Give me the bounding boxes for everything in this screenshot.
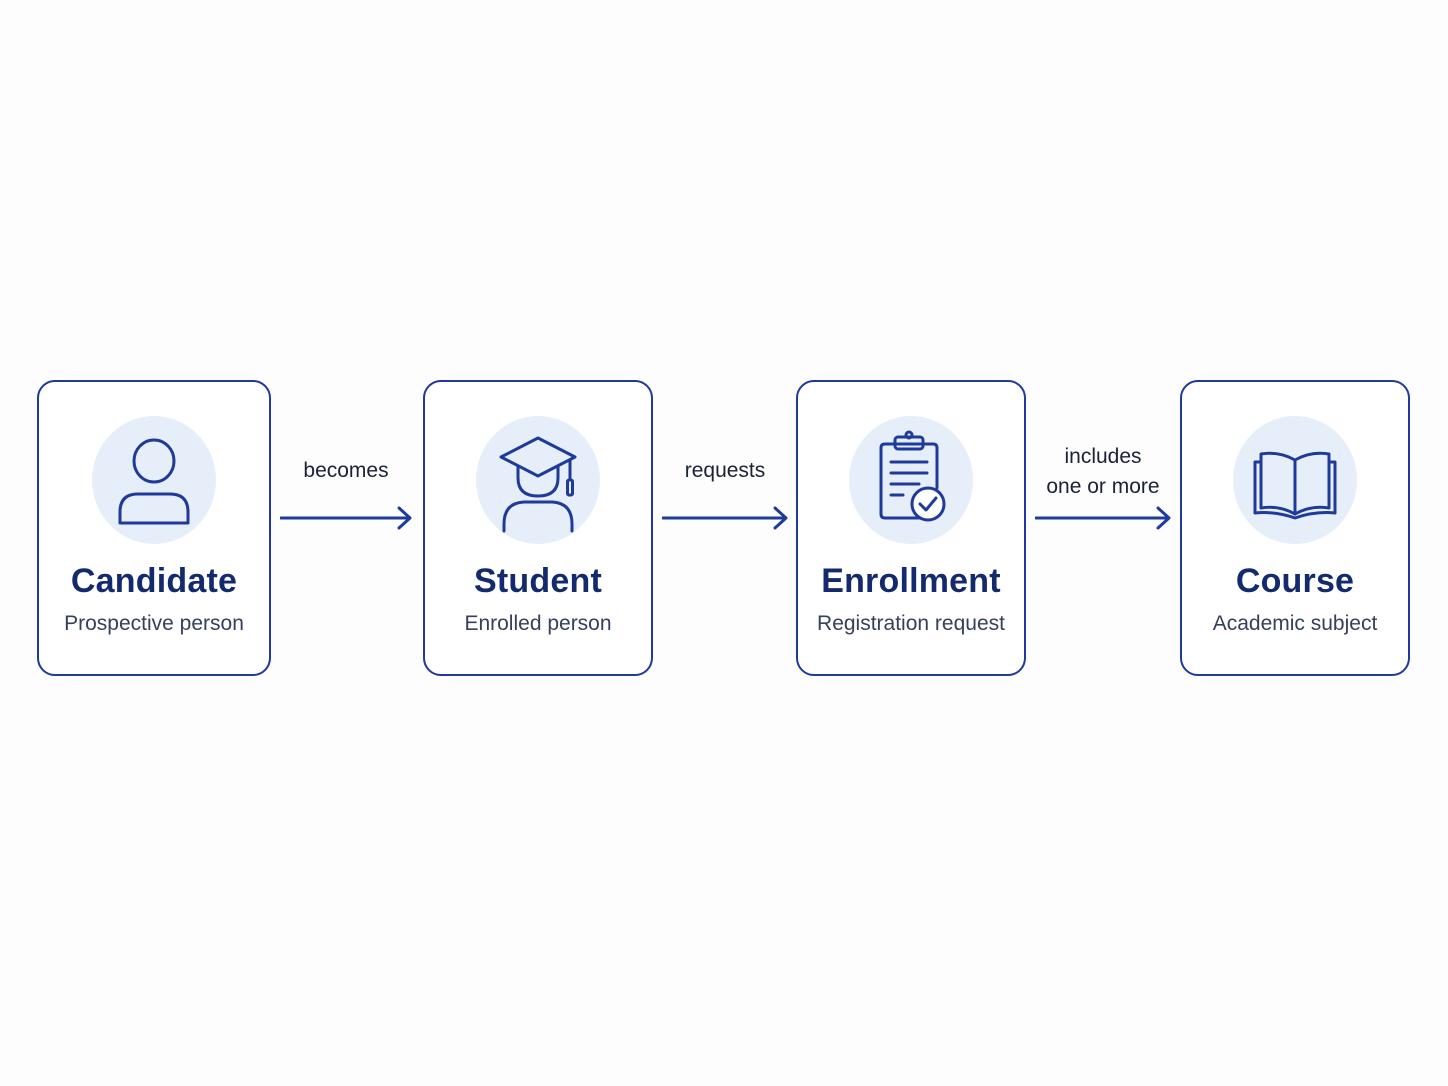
arrow-candidate-to-student [280,505,414,531]
entity-subtitle: Enrolled person [464,612,612,635]
entity-card-candidate: Candidate Prospective person [37,380,271,676]
graduate-icon [476,416,600,544]
entity-title: Course [1235,562,1355,600]
entity-title: Candidate [70,562,238,600]
entity-card-course: Course Academic subject [1180,380,1410,676]
relation-label-includes: includes one or more [1030,442,1176,502]
relation-label-line: requests [684,459,766,482]
relation-label-becomes: becomes [280,456,412,486]
entity-card-student: Student Enrolled person [423,380,653,676]
person-icon [92,416,216,544]
relation-label-requests: requests [662,456,788,486]
relation-label-line: includes [1064,445,1142,468]
entity-subtitle: Academic subject [1212,612,1378,635]
clipboard-check-icon [849,416,973,544]
entity-subtitle: Registration request [817,612,1005,635]
relation-label-line: becomes [303,459,389,482]
relation-label-line: one or more [1046,475,1160,498]
entity-title: Student [474,562,602,600]
entity-title: Enrollment [821,562,1001,600]
entity-subtitle: Prospective person [64,612,244,635]
arrow-student-to-enrollment [662,505,790,531]
arrow-enrollment-to-course [1035,505,1173,531]
entity-card-enrollment: Enrollment Registration request [796,380,1026,676]
open-book-icon [1233,416,1357,544]
